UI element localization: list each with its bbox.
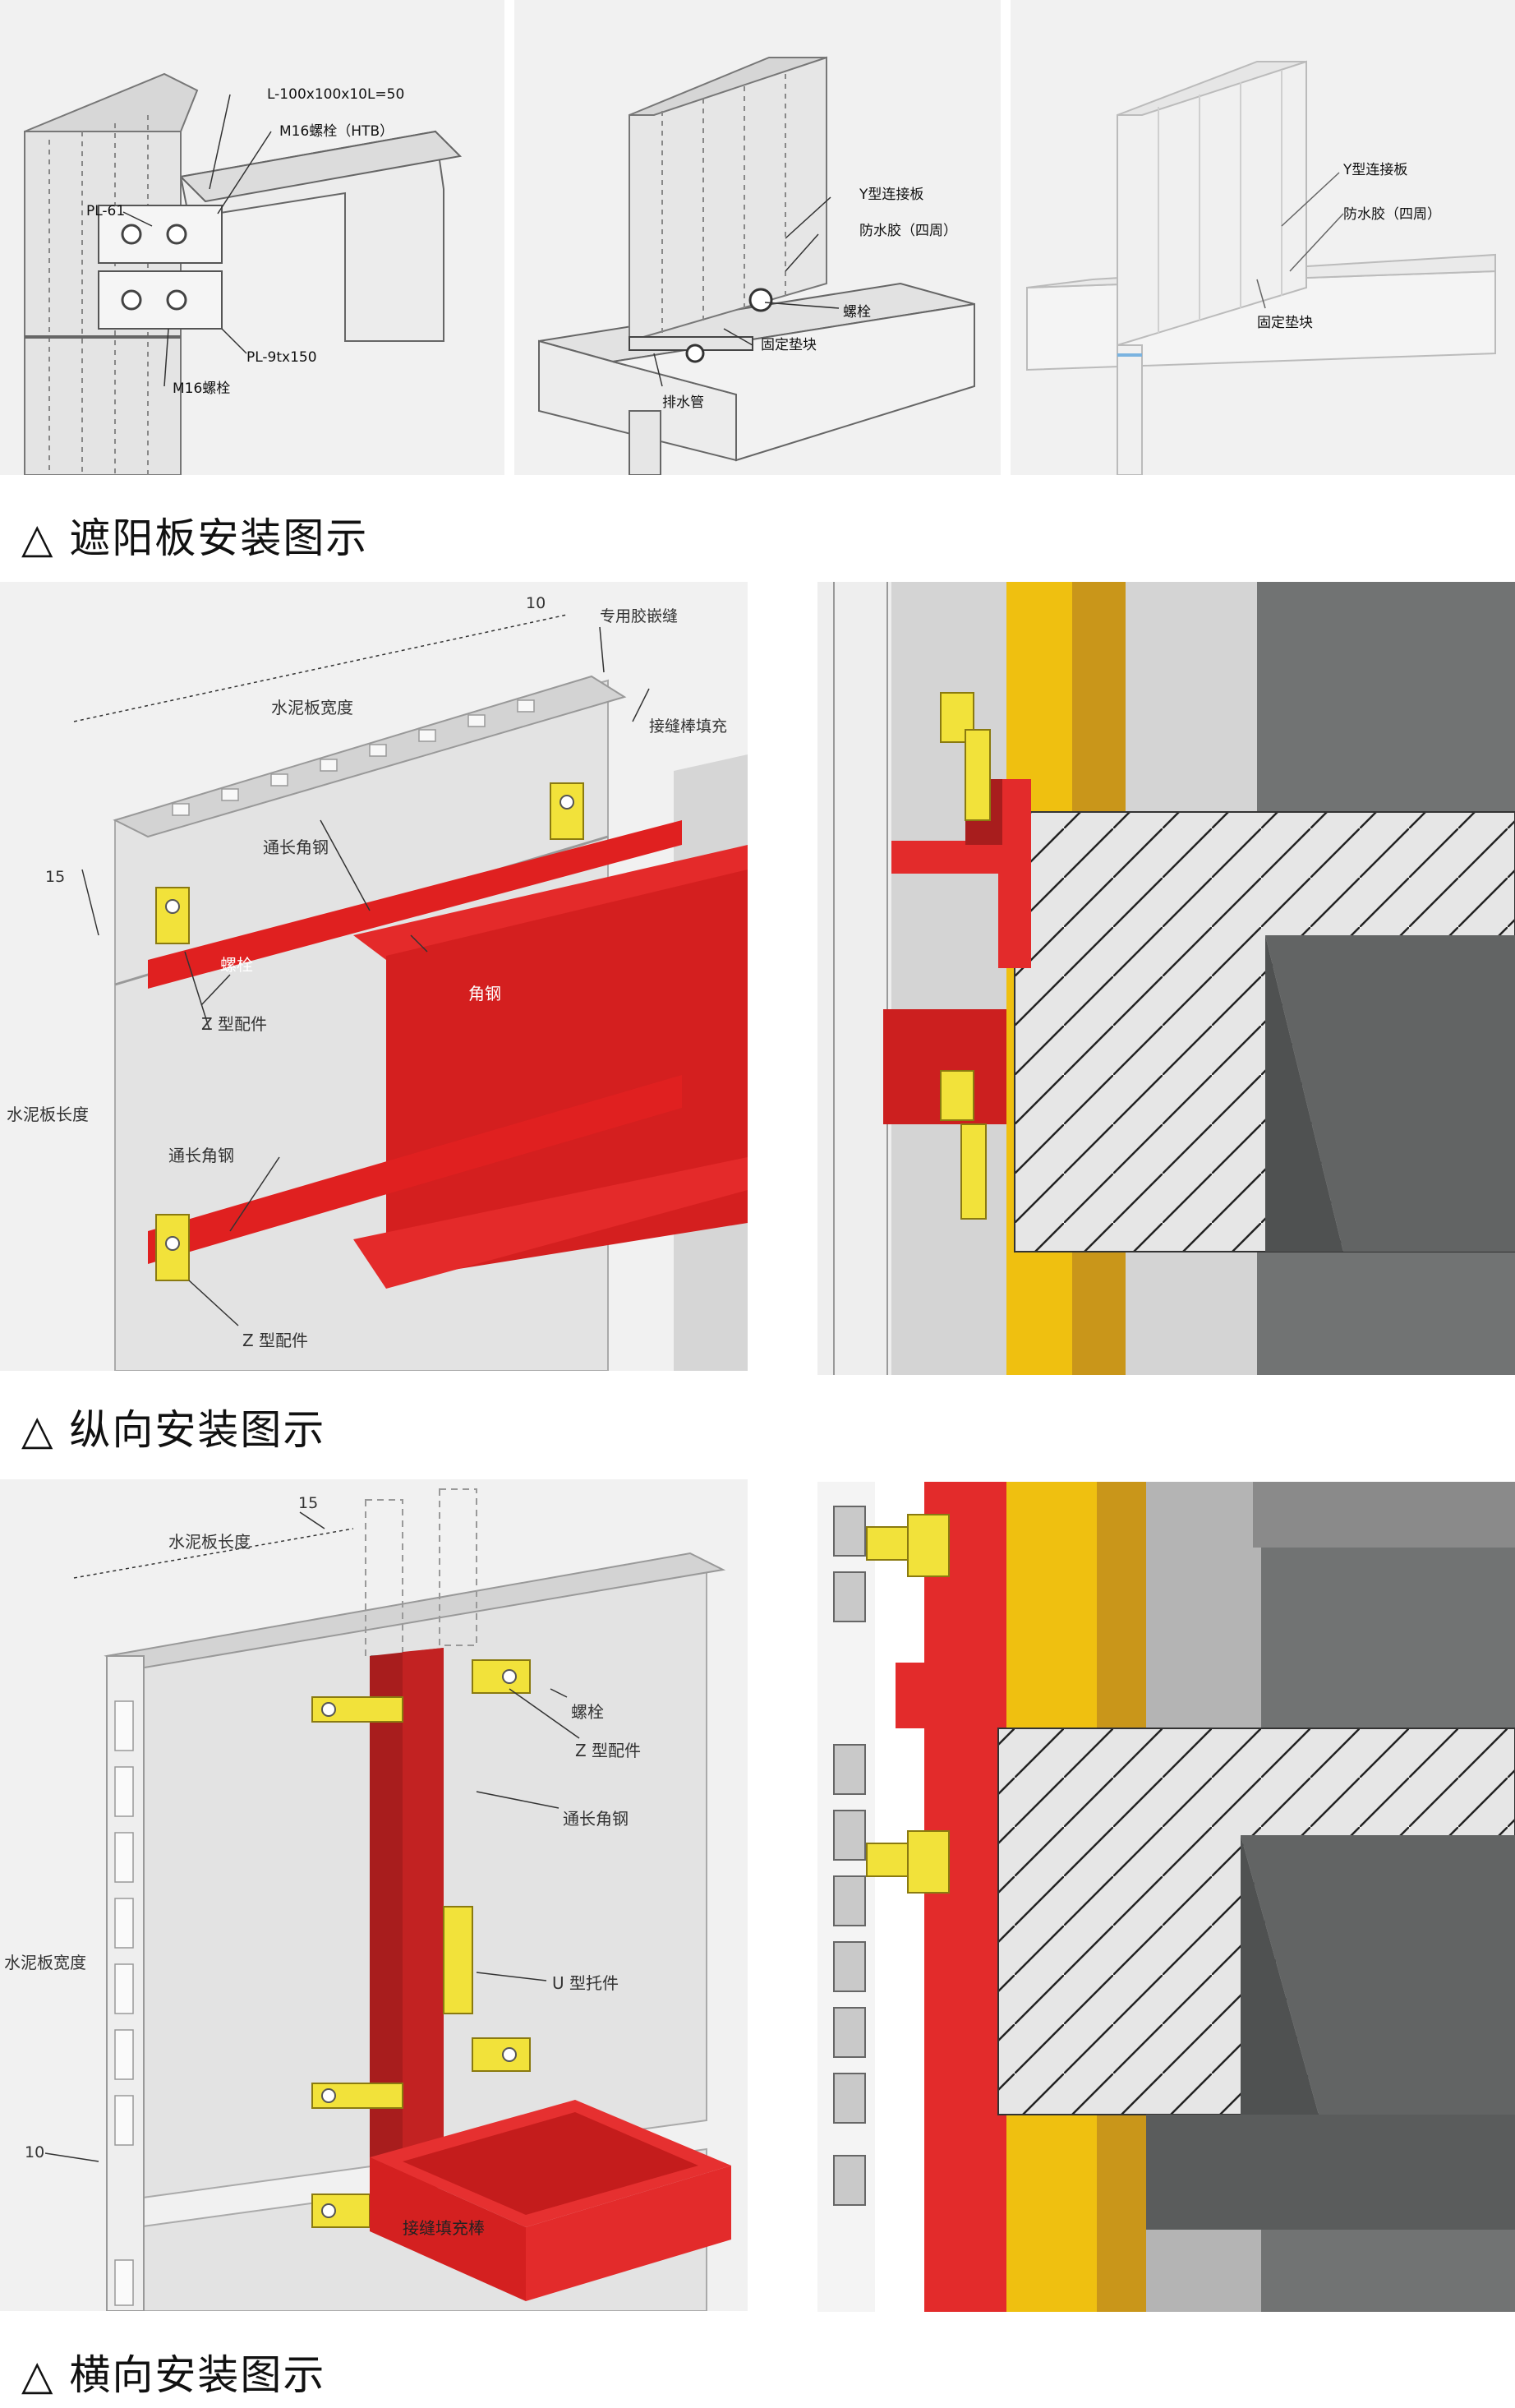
- label-angle-steel: 角钢: [468, 984, 501, 1003]
- vertical-section-diagram: [817, 582, 1515, 1375]
- horizontal-section-diagram: [817, 1482, 1515, 2312]
- label-panel-length: 水泥板长度: [7, 1105, 89, 1124]
- caption-sunshade: △ 遮阳板安装图示: [21, 514, 369, 562]
- label-u-support: U 型托件: [552, 1973, 619, 1993]
- sunshade-diagram-1: L-100x100x10L=50 M16螺栓（HTB） PL-61 PL-9tx…: [24, 72, 463, 475]
- label-gap-15: 15: [45, 868, 65, 886]
- sunshade-diagram-3: Y型连接板 防水胶（四周） 固定垫块: [1026, 60, 1496, 475]
- vertical-iso-panel: 10 专用胶嵌缝 水泥板宽度 接缝棒填充 通长角钢 15 螺栓 角钢 Z 型配件…: [0, 582, 748, 1371]
- label-pl61: PL-61: [86, 203, 125, 219]
- label-bolt: 螺栓: [571, 1702, 604, 1722]
- caption-horizontal: △ 横向安装图示: [21, 2351, 326, 2399]
- caption-vertical: △ 纵向安装图示: [21, 1406, 326, 1454]
- sunshade-panel-2: Y型连接板 防水胶（四周） 螺栓 固定垫块 排水管: [514, 0, 1001, 475]
- label-fixed-pad: 固定垫块: [761, 337, 817, 353]
- label-bolt: 螺栓: [843, 304, 871, 321]
- label-y-plate: Y型连接板: [1342, 162, 1407, 178]
- vertical-iso-diagram: 10 专用胶嵌缝 水泥板宽度 接缝棒填充 通长角钢 15 螺栓 角钢 Z 型配件…: [7, 594, 748, 1371]
- horizontal-section-panel: [817, 1482, 1515, 2312]
- label-panel-width: 水泥板宽度: [4, 1953, 86, 1972]
- label-m16-bolt-htb: M16螺栓（HTB）: [279, 123, 394, 140]
- label-joint-rod-fill: 接缝棒填充: [649, 717, 727, 736]
- label-bolt: 螺栓: [220, 955, 253, 975]
- horizontal-iso-panel: 15 水泥板长度 螺栓 Z 型配件 通长角钢 水泥板宽度 U 型托件 10 接缝…: [0, 1479, 748, 2311]
- label-m16-bolt: M16螺栓: [173, 381, 230, 397]
- label-gap-10: 10: [526, 594, 546, 612]
- label-pl9: PL-9tx150: [246, 349, 317, 366]
- label-z-fitting-top: Z 型配件: [201, 1014, 267, 1034]
- label-waterproof-glue: 防水胶（四周）: [859, 223, 957, 239]
- vertical-section-panel: [817, 582, 1515, 1375]
- label-special-glue-joint: 专用胶嵌缝: [600, 607, 678, 625]
- label-through-angle-steel-bottom: 通长角钢: [168, 1146, 234, 1165]
- label-drain-pipe: 排水管: [662, 394, 704, 411]
- label-gap-10: 10: [25, 2143, 44, 2161]
- label-y-plate: Y型连接板: [859, 187, 923, 203]
- label-joint-filler-rod: 接缝填充棒: [403, 2218, 485, 2238]
- label-waterproof-glue: 防水胶（四周）: [1343, 206, 1441, 223]
- label-through-angle-steel-top: 通长角钢: [263, 837, 329, 857]
- sunshade-panel-1: L-100x100x10L=50 M16螺栓（HTB） PL-61 PL-9tx…: [0, 0, 504, 475]
- horizontal-iso-diagram: 15 水泥板长度 螺栓 Z 型配件 通长角钢 水泥板宽度 U 型托件 10 接缝…: [4, 1488, 731, 2311]
- label-z-fitting-bottom: Z 型配件: [242, 1331, 308, 1350]
- label-through-angle-steel: 通长角钢: [563, 1809, 629, 1829]
- label-z-fitting: Z 型配件: [575, 1741, 641, 1760]
- label-panel-width: 水泥板宽度: [271, 698, 353, 717]
- label-angle-steel-spec: L-100x100x10L=50: [267, 86, 404, 103]
- label-gap-15: 15: [298, 1494, 318, 1512]
- label-panel-length: 水泥板长度: [168, 1532, 251, 1552]
- sunshade-panel-3: Y型连接板 防水胶（四周） 固定垫块: [1011, 0, 1515, 475]
- sunshade-diagram-2: Y型连接板 防水胶（四周） 螺栓 固定垫块 排水管: [538, 56, 975, 475]
- label-fixed-pad: 固定垫块: [1257, 315, 1313, 331]
